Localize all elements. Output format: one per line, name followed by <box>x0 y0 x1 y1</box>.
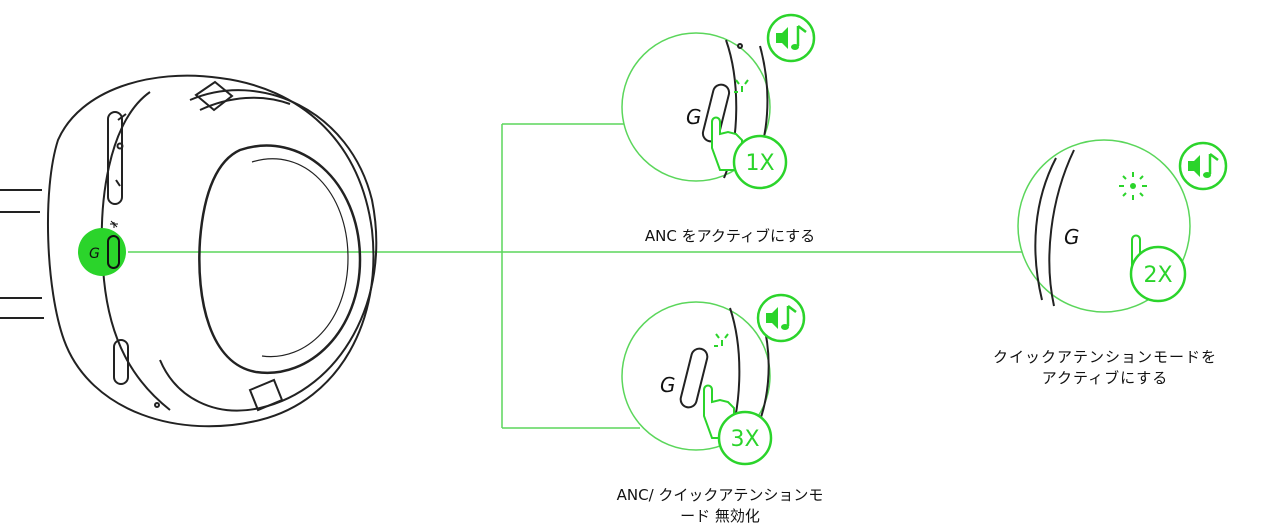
led-blink-icon <box>714 333 729 347</box>
anc-button-icon: G <box>78 220 126 276</box>
svg-text:G: G <box>660 373 676 397</box>
activate-quick-attention-label: クイックアテンションモードを アクティブにする <box>992 348 1217 387</box>
zoom-press-thrice: G 3X <box>621 293 806 466</box>
svg-text:G: G <box>89 246 100 262</box>
svg-text:G: G <box>686 105 702 129</box>
press-twice-badge: 2X <box>1143 263 1172 288</box>
led-blink-icon <box>734 79 749 93</box>
zoom-press-twice: G 2X <box>1017 139 1228 313</box>
speaker-music-note-icon <box>756 293 806 343</box>
headset-earcup-icon <box>0 74 378 428</box>
press-once-badge: 1X <box>745 151 774 176</box>
disable-anc-quick-label: ANC/ クイックアテンションモ ード 無効化 <box>616 486 824 525</box>
svg-text:G: G <box>1064 225 1080 249</box>
activate-anc-label: ANC をアクティブにする <box>644 227 816 245</box>
speaker-music-note-icon <box>1178 141 1228 191</box>
zoom-press-once: G 1X <box>621 13 816 190</box>
connector-lines <box>128 123 1030 429</box>
led-blink-icon <box>1119 172 1147 200</box>
speaker-music-note-icon <box>766 13 816 63</box>
led-blink-icon <box>110 220 118 228</box>
press-thrice-badge: 3X <box>730 427 759 452</box>
